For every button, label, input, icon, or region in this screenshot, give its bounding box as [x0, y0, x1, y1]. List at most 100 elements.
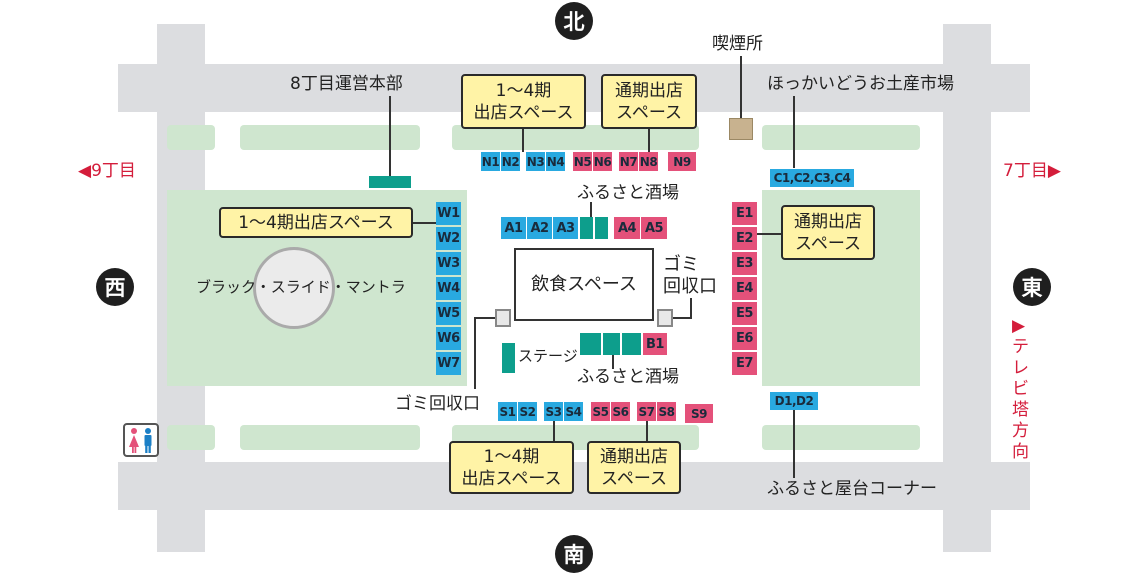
north-tsuki-callout: 通期出店 スペース [601, 74, 697, 129]
stage-label: ステージ [518, 347, 578, 365]
booth-n6[interactable]: N6 [593, 152, 612, 171]
east-callout-leader [757, 233, 781, 235]
callout-line: 出店スペース [473, 102, 574, 123]
restroom-icon [123, 423, 159, 457]
gomi-right-label: ゴミ 回収口 [663, 254, 717, 297]
booth-w7[interactable]: W7 [436, 352, 461, 375]
booth-w4[interactable]: W4 [436, 277, 461, 300]
booth-s4[interactable]: S4 [564, 402, 583, 421]
gomi-left-leader [474, 317, 495, 319]
booth-s8[interactable]: S8 [657, 402, 676, 421]
black-slide-mantra [253, 247, 335, 329]
booth-e1[interactable]: E1 [732, 202, 757, 225]
booth-e3[interactable]: E3 [732, 252, 757, 275]
booth-e2[interactable]: E2 [732, 227, 757, 250]
booth-s6[interactable]: S6 [611, 402, 630, 421]
south-1-4-leader [553, 421, 555, 441]
booth-w3[interactable]: W3 [436, 252, 461, 275]
east-road [943, 24, 991, 552]
west-street-label: ◀9丁目 [78, 161, 136, 181]
booth-a2[interactable]: A2 [527, 217, 552, 239]
callout-line: スペース [795, 233, 861, 254]
market-leader-line [793, 96, 795, 168]
callout-line: 1〜4期 [495, 80, 552, 101]
east-tsuki-callout: 通期出店 スペース [781, 205, 875, 260]
furusato-bottom-booth [580, 333, 601, 355]
booth-a5[interactable]: A5 [641, 217, 667, 239]
west-1-4-callout: 1〜4期出店スペース [219, 207, 413, 238]
east-street-label: 7丁目▶ [1003, 161, 1061, 181]
gomi-right-box [657, 309, 673, 327]
booth-b1[interactable]: B1 [643, 333, 667, 355]
furusato-top-label: ふるさと酒場 [577, 183, 679, 203]
hq-marker [369, 176, 411, 188]
smoking-area-marker [729, 118, 753, 140]
gomi-right-leader [690, 298, 692, 318]
booth-s7[interactable]: S7 [637, 402, 656, 421]
callout-line: 1〜4期 [483, 446, 540, 467]
booth-e7[interactable]: E7 [732, 352, 757, 375]
south-green-strip [167, 425, 215, 450]
furusato-top-leader [590, 202, 592, 220]
booth-s1[interactable]: S1 [498, 402, 517, 421]
booth-s5[interactable]: S5 [591, 402, 610, 421]
booth-w5[interactable]: W5 [436, 302, 461, 325]
booth-n3[interactable]: N3 [526, 152, 545, 171]
north-1-4-leader [522, 129, 524, 152]
stage-marker [502, 343, 515, 373]
booth-n1[interactable]: N1 [481, 152, 500, 171]
booth-a3[interactable]: A3 [553, 217, 578, 239]
booth-n8[interactable]: N8 [639, 152, 658, 171]
hq-label: 8丁目運営本部 [290, 74, 403, 94]
south-tsuki-leader [646, 421, 648, 441]
booth-e6[interactable]: E6 [732, 327, 757, 350]
north-green-strip [762, 125, 920, 150]
furusato-bottom-leader [612, 355, 614, 369]
booth-e4[interactable]: E4 [732, 277, 757, 300]
south-1-4-callout: 1〜4期 出店スペース [449, 441, 574, 494]
booth-e5[interactable]: E5 [732, 302, 757, 325]
smoking-label: 喫煙所 [712, 34, 763, 54]
furusato-bottom-label: ふるさと酒場 [577, 367, 679, 387]
food-space: 飲食スペース [514, 248, 654, 321]
south-marker: 南 [555, 535, 593, 573]
north-1-4-callout: 1〜4期 出店スペース [461, 74, 586, 129]
north-green-strip [452, 125, 699, 150]
booth-n7[interactable]: N7 [619, 152, 638, 171]
callout-line: 出店スペース [461, 468, 562, 489]
booth-n5[interactable]: N5 [573, 152, 592, 171]
booth-s3[interactable]: S3 [544, 402, 563, 421]
booth-n2[interactable]: N2 [501, 152, 520, 171]
callout-line: スペース [601, 468, 667, 489]
booth-a4[interactable]: A4 [614, 217, 640, 239]
booth-w1[interactable]: W1 [436, 202, 461, 225]
furusato-top-booth [580, 217, 593, 239]
booth-s2[interactable]: S2 [518, 402, 537, 421]
north-green-strip [167, 125, 215, 150]
south-green-strip [762, 425, 920, 450]
smoking-leader-line [740, 56, 742, 118]
north-marker: 北 [555, 2, 593, 40]
booth-s9[interactable]: S9 [685, 404, 713, 423]
booth-a1[interactable]: A1 [501, 217, 526, 239]
gomi-left-label: ゴミ回収口 [395, 394, 480, 414]
furusato-bottom-booth [622, 333, 641, 355]
west-callout-leader [413, 222, 436, 224]
yatai-leader [793, 410, 795, 478]
booth-n9[interactable]: N9 [668, 152, 696, 171]
south-green-strip [240, 425, 420, 450]
booth-w2[interactable]: W2 [436, 227, 461, 250]
gomi-left-leader [474, 317, 476, 389]
gomi-right-leader [672, 317, 692, 319]
booth-d-group[interactable]: D1,D2 [770, 392, 818, 410]
callout-line: 通期出店 [794, 211, 862, 232]
north-green-strip [240, 125, 420, 150]
hq-leader-line [389, 96, 391, 176]
black-slide-label: ブラック・スライド・マントラ [196, 278, 406, 296]
callout-line: 通期出店 [615, 80, 683, 101]
booth-n4[interactable]: N4 [546, 152, 565, 171]
gomi-left-box [495, 309, 511, 327]
south-road [118, 462, 1030, 510]
booth-c-group[interactable]: C1,C2,C3,C4 [770, 169, 854, 187]
booth-w6[interactable]: W6 [436, 327, 461, 350]
